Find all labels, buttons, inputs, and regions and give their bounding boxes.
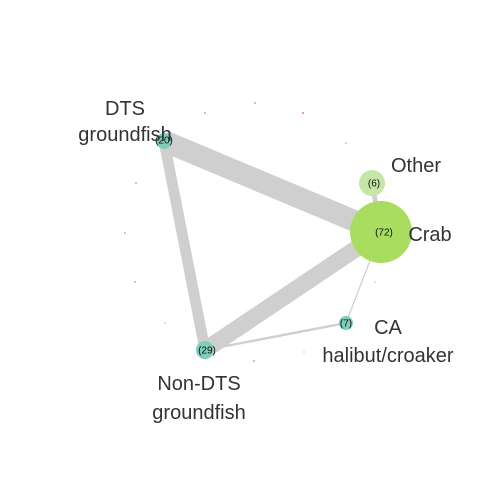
background-dot — [164, 322, 166, 324]
background-dot — [204, 112, 206, 114]
node-count-other: (6) — [368, 179, 380, 190]
node-count-crab: (72) — [375, 228, 393, 239]
node-circle-other — [359, 170, 385, 196]
edge-dts-nondts — [158, 139, 211, 352]
node-label-nondts: Non-DTS groundfish — [152, 373, 245, 424]
node-label-line: Non-DTS — [157, 373, 240, 395]
node-count-dts: (20) — [155, 136, 173, 147]
background-dot — [134, 281, 136, 283]
edge-dts-crab — [159, 131, 386, 242]
node-dts: (20) DTS groundfish — [78, 98, 173, 149]
node-label-line: Crab — [408, 224, 451, 246]
edge-nondts-crab — [200, 225, 386, 357]
node-label-line: Other — [391, 155, 441, 177]
node-label-line: DTS — [105, 98, 145, 120]
background-dot — [124, 232, 126, 234]
node-circle-crab — [350, 201, 412, 263]
node-label-line: halibut/croaker — [322, 345, 454, 367]
node-other: (6) Other — [359, 155, 441, 196]
node-label-dts: DTS groundfish — [78, 98, 171, 146]
node-label-other: Other — [391, 155, 441, 177]
background-dot — [253, 360, 255, 362]
edge-nondts-ca — [204, 321, 347, 352]
node-label-line: CA — [374, 317, 402, 339]
nodes-layer: (20) DTS groundfish (6) Other (72) Crab (7) CA ha… — [78, 98, 454, 424]
node-crab: (72) Crab — [350, 201, 452, 263]
background-dot — [303, 351, 305, 353]
node-label-ca: CA halibut/croaker — [322, 317, 454, 367]
background-dots-layer — [124, 102, 376, 362]
background-dot — [345, 142, 347, 144]
node-ca: (7) CA halibut/croaker — [322, 316, 454, 367]
node-label-crab: Crab — [408, 224, 451, 246]
node-circle-ca — [339, 316, 353, 330]
node-label-line: groundfish — [152, 402, 245, 424]
background-dot — [302, 112, 304, 114]
background-dot — [374, 281, 376, 283]
background-dot — [135, 182, 137, 184]
node-circle-dts — [156, 133, 172, 149]
node-label-line: groundfish — [78, 124, 171, 146]
background-dot — [254, 102, 256, 104]
node-nondts: (29) Non-DTS groundfish — [152, 341, 246, 424]
node-count-nondts: (29) — [198, 346, 216, 357]
node-circle-nondts — [196, 341, 214, 359]
node-count-ca: (7) — [340, 319, 352, 330]
